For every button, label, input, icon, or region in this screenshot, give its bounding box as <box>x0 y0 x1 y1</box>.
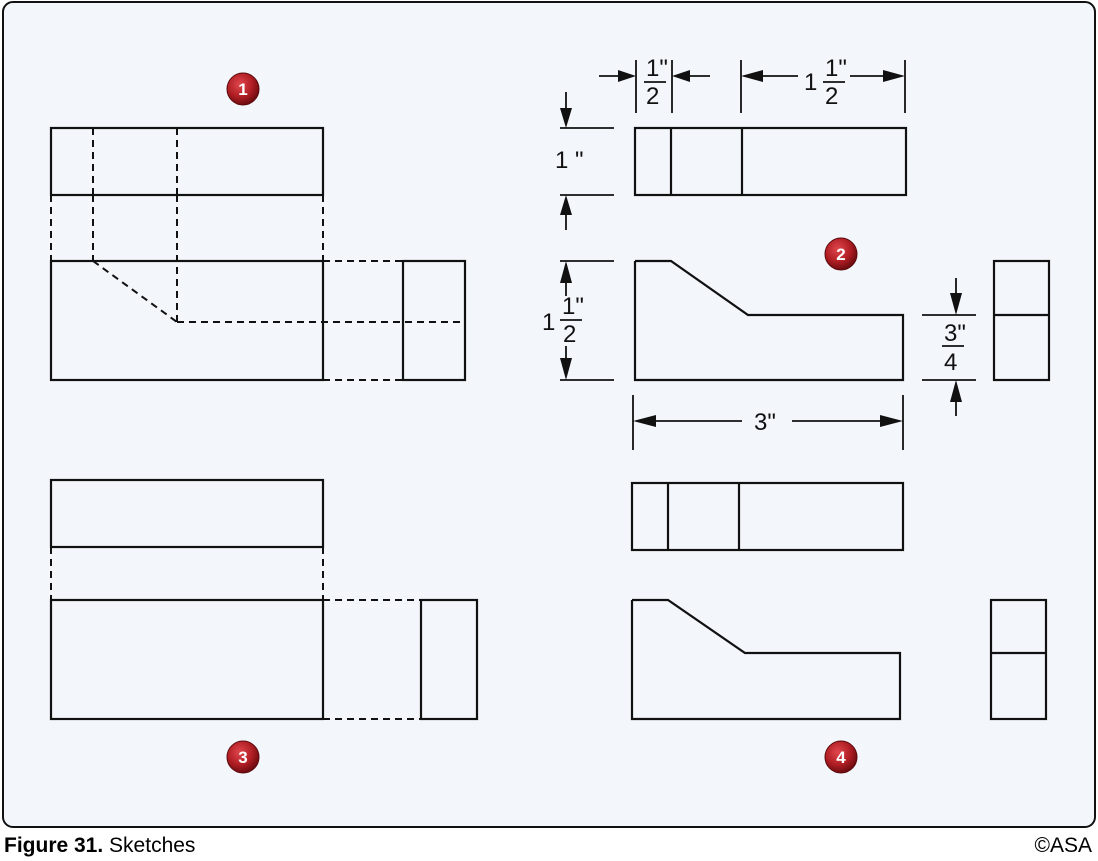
svg-text:1: 1 <box>238 80 247 99</box>
svg-text:4: 4 <box>836 748 846 767</box>
badge-2: 2 <box>824 237 858 271</box>
step-numerator: 3" <box>944 320 966 347</box>
figure-title: Sketches <box>109 834 196 857</box>
sketch-2 <box>633 126 1051 382</box>
figure-frame <box>2 1 1096 828</box>
top-width-numerator: 1" <box>646 55 668 82</box>
length-dimension: 3" <box>754 409 776 436</box>
svg-text:2: 2 <box>836 245 845 264</box>
badge-3: 3 <box>226 740 260 774</box>
height-whole: 1 <box>542 309 555 336</box>
badge-1: 1 <box>226 72 260 106</box>
sketch-4 <box>630 481 1048 721</box>
right-width-numerator: 1" <box>825 55 847 82</box>
figure-caption: Figure 31. Sketches <box>4 834 195 858</box>
height-numerator: 1" <box>562 293 584 320</box>
svg-text:3: 3 <box>238 748 247 767</box>
dimension-annotations: 1" 2 1 1" 2 1 " 1 1" 2 <box>542 55 976 450</box>
copyright: ©ASA <box>1034 834 1093 857</box>
top-width-denominator: 2 <box>646 83 659 110</box>
right-width-denominator: 2 <box>825 83 838 110</box>
depth-dimension: 1 " <box>555 147 584 174</box>
right-width-whole: 1 <box>804 69 817 96</box>
step-denominator: 4 <box>944 349 957 376</box>
sketch-1 <box>49 126 467 382</box>
figure-label: Figure 31. <box>4 834 104 857</box>
sketch-3 <box>49 478 479 721</box>
badge-4: 4 <box>824 740 858 774</box>
height-denominator: 2 <box>563 321 576 348</box>
